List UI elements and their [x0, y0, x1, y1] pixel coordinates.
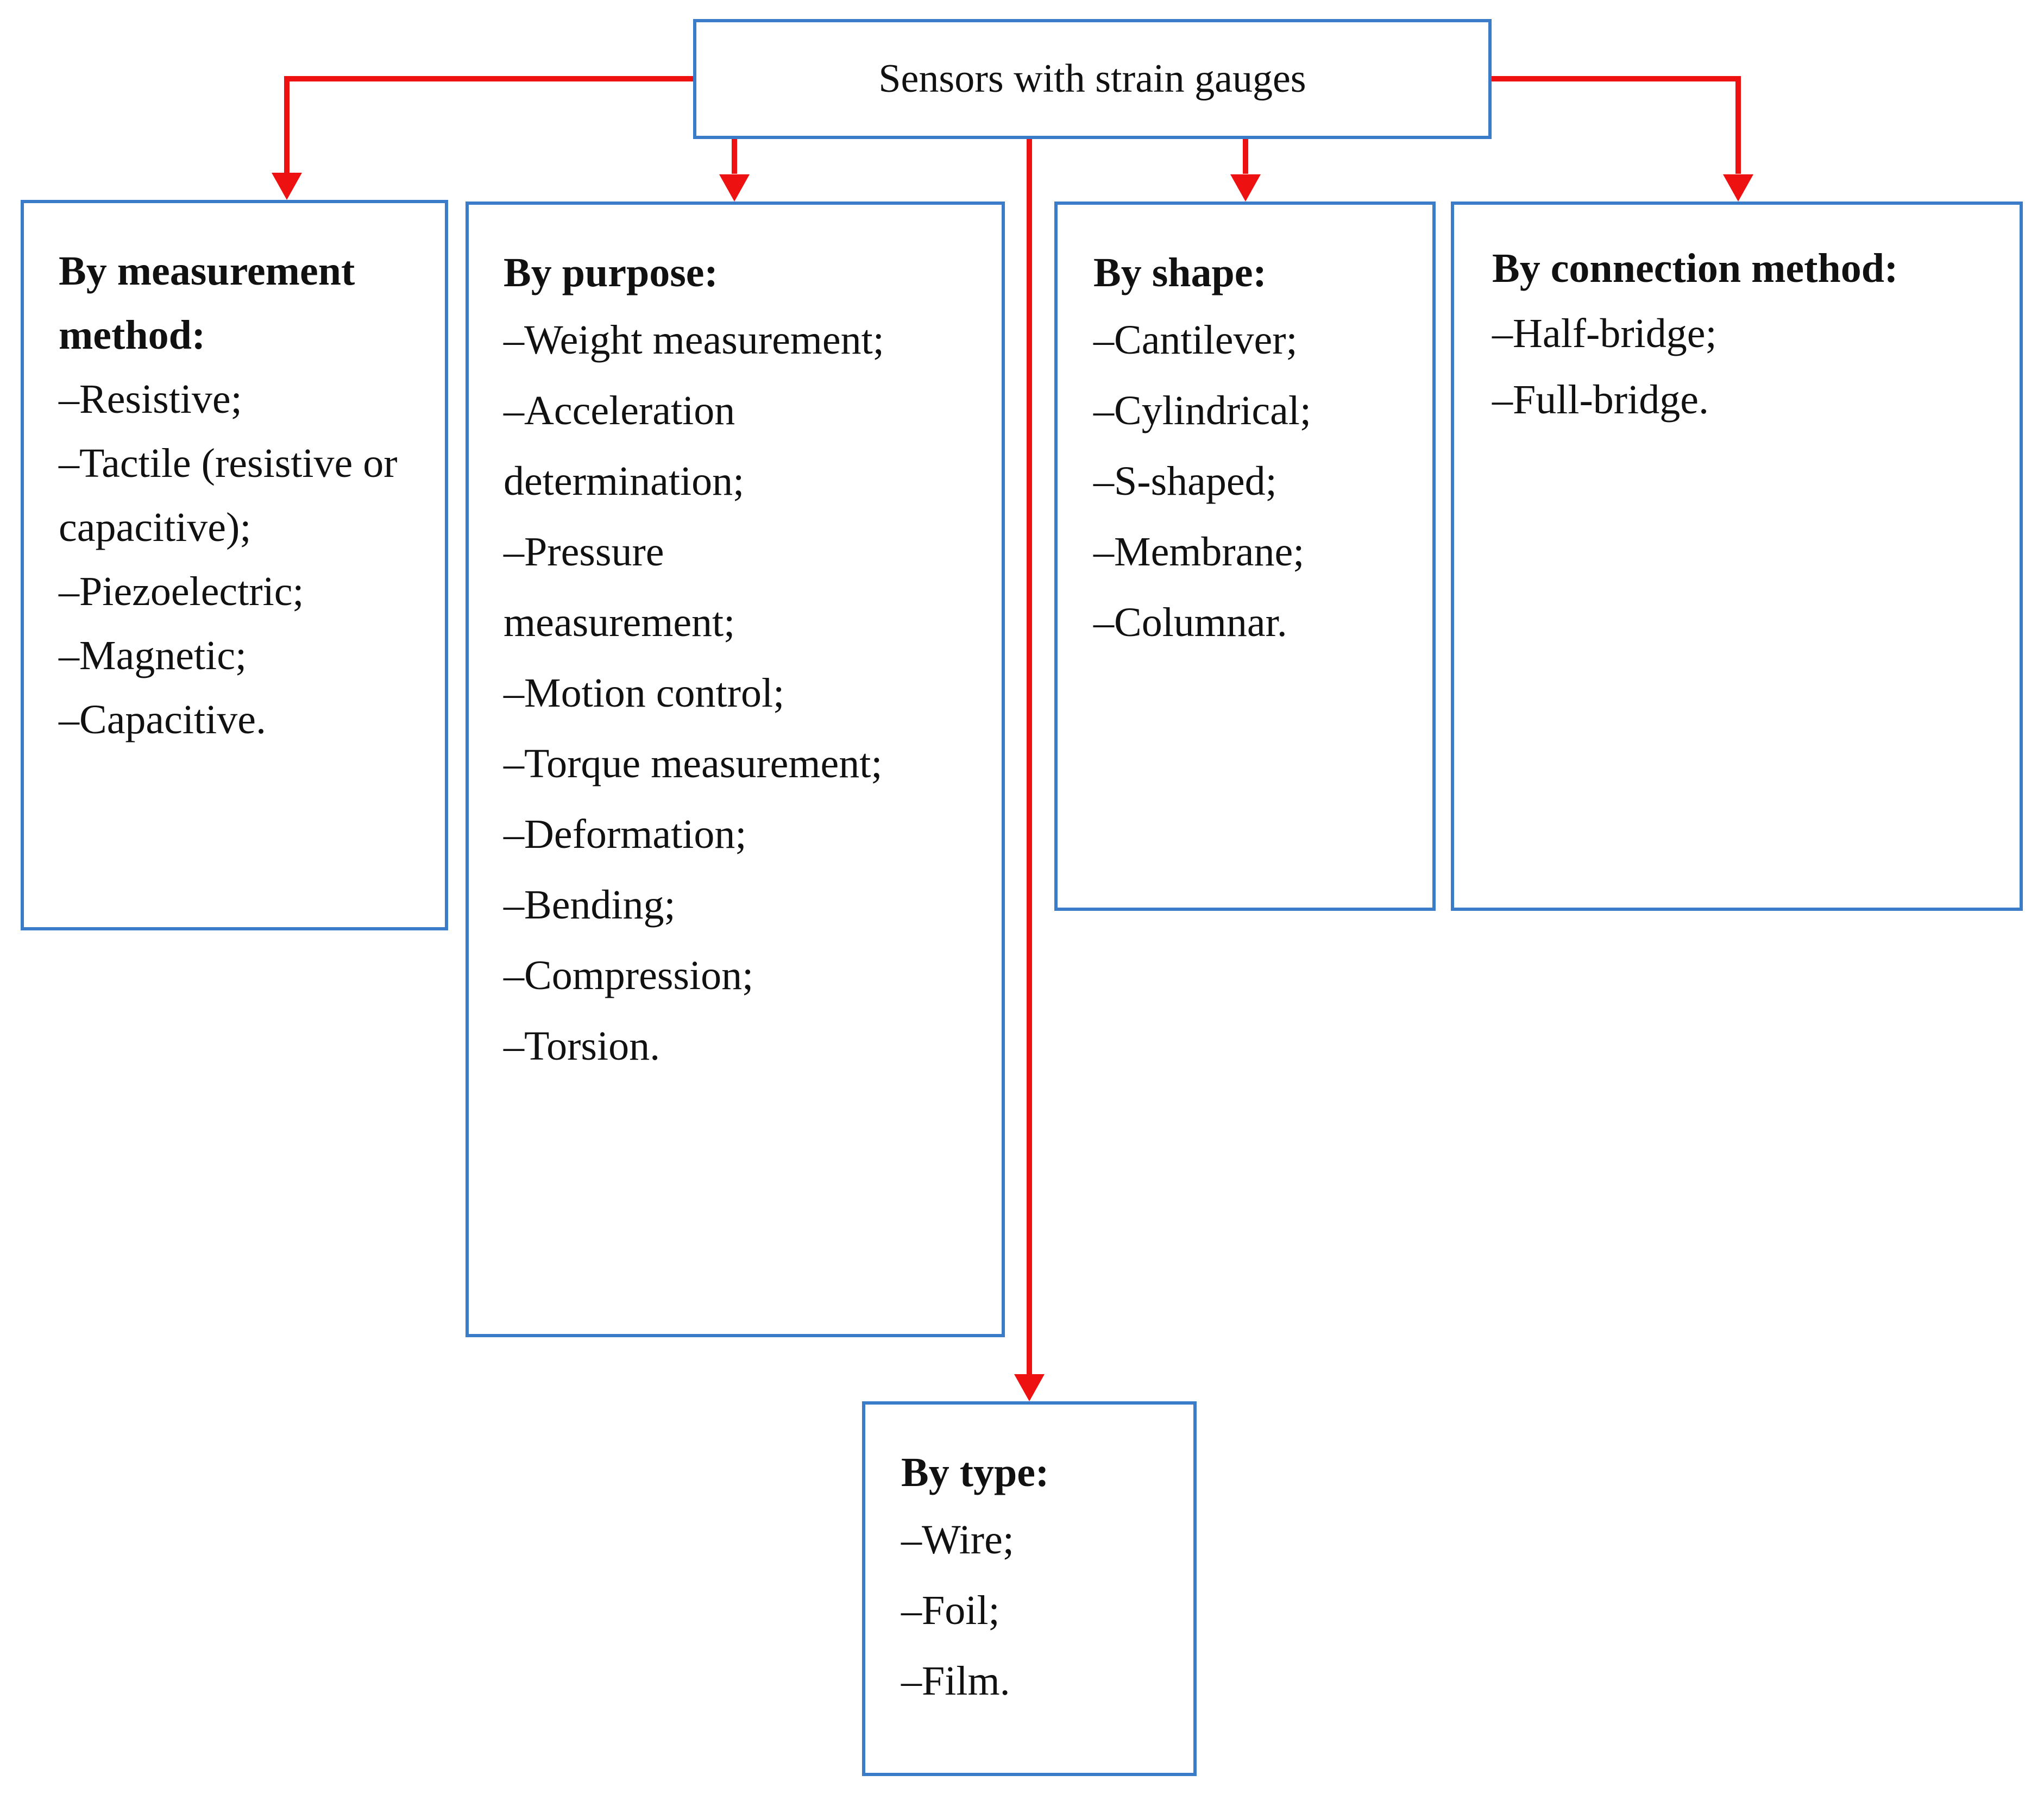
category-measurement-method: By measurement method: –Resistive; –Tact…	[21, 200, 448, 930]
list-item: –Compression;	[504, 953, 754, 998]
list-item: –Capacitive.	[59, 697, 266, 742]
category-purpose: By purpose: –Weight measurement; –Accele…	[466, 202, 1005, 1337]
arrowhead-type	[1014, 1374, 1045, 1401]
list-item: –Cylindrical;	[1093, 388, 1312, 433]
category-items: –Resistive; –Tactile (resistive or capac…	[59, 367, 429, 752]
arrowhead-measurement	[272, 173, 302, 200]
list-item: –Film.	[901, 1658, 1010, 1704]
category-heading: By connection method:	[1492, 246, 1898, 291]
category-heading: By purpose:	[504, 250, 718, 295]
category-shape: By shape: –Cantilever; –Cylindrical; –S-…	[1054, 202, 1436, 911]
category-connection-method: By connection method: –Half-bridge; –Ful…	[1451, 202, 2023, 911]
root-node: Sensors with strain gauges	[693, 19, 1492, 139]
list-item: –S-shaped;	[1093, 458, 1277, 504]
arrowhead-shape	[1230, 174, 1261, 202]
list-item: –Columnar.	[1093, 600, 1287, 645]
list-item: –Tactile (resistive or capacitive);	[59, 440, 398, 550]
root-title: Sensors with strain gauges	[878, 56, 1306, 101]
list-item: –Motion control;	[504, 670, 785, 716]
category-heading: By type:	[901, 1450, 1049, 1495]
category-items: –Cantilever; –Cylindrical; –S-shaped; –M…	[1093, 305, 1432, 658]
list-item: –Acceleration determination;	[504, 388, 745, 504]
list-item: –Weight measurement;	[504, 317, 884, 363]
list-item: –Piezoelectric;	[59, 569, 304, 614]
connector-to-measurement	[284, 76, 693, 174]
connector-to-connection	[1492, 76, 1741, 174]
list-item: –Bending;	[504, 882, 676, 928]
list-item: –Half-bridge;	[1492, 311, 1717, 356]
list-item: –Torque measurement;	[504, 741, 883, 786]
category-items: –Half-bridge; –Full-bridge.	[1492, 300, 2020, 433]
list-item: –Full-bridge.	[1492, 377, 1709, 423]
arrowhead-connection	[1723, 174, 1753, 202]
list-item: –Wire;	[901, 1517, 1014, 1563]
list-item: –Torsion.	[504, 1023, 661, 1069]
arrowhead-purpose	[719, 174, 750, 202]
category-type: By type: –Wire; –Foil; –Film.	[862, 1401, 1197, 1776]
list-item: –Deformation;	[504, 811, 747, 857]
list-item: –Magnetic;	[59, 633, 247, 678]
list-item: –Pressure measurement;	[504, 529, 735, 645]
category-heading: By shape:	[1093, 250, 1267, 295]
category-items: –Weight measurement; –Acceleration deter…	[504, 305, 1002, 1081]
list-item: –Cantilever;	[1093, 317, 1298, 363]
list-item: –Foil;	[901, 1588, 1000, 1633]
list-item: –Membrane;	[1093, 529, 1305, 575]
category-items: –Wire; –Foil; –Film.	[901, 1505, 1193, 1716]
category-heading: By measurement method:	[59, 248, 355, 358]
list-item: –Resistive;	[59, 376, 242, 422]
